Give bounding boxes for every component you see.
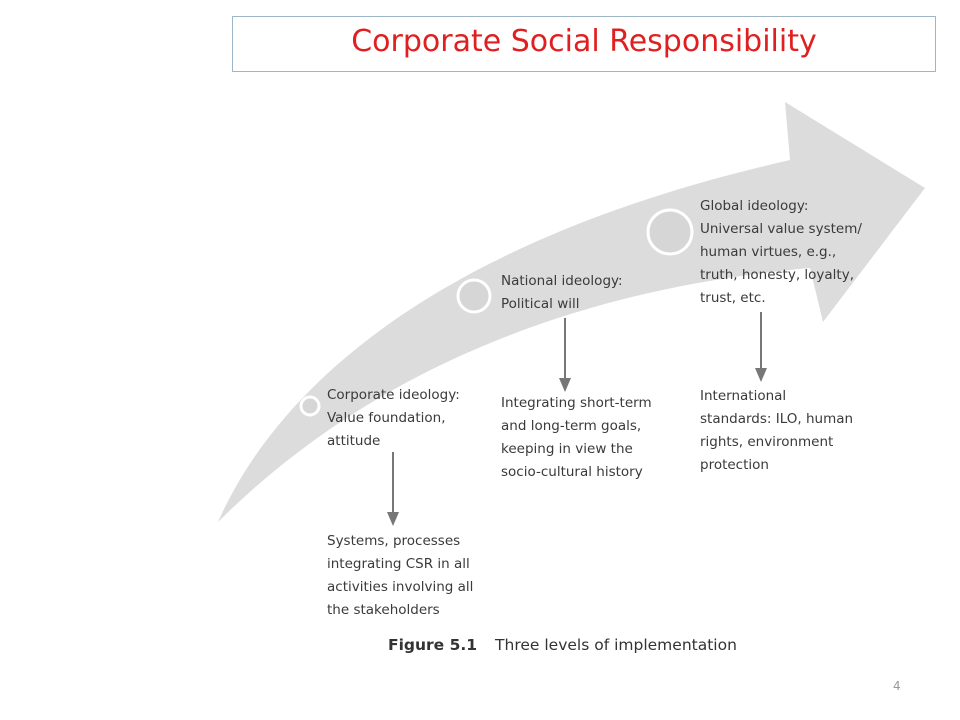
figure-caption-text: Three levels of implementation [495, 636, 737, 654]
node-national [456, 278, 492, 314]
figure-label: Figure 5.1 [388, 636, 478, 654]
progress-arrow [218, 102, 925, 522]
arrowhead-national [559, 378, 571, 392]
national-outcome: Integrating short-term and long-term goa… [501, 395, 652, 480]
page-number: 4 [893, 679, 901, 693]
node-global [646, 208, 694, 256]
national-heading: National ideology: Political will [501, 273, 623, 312]
node-corporate [299, 395, 321, 417]
corporate-outcome: Systems, processes integrating CSR in al… [327, 533, 474, 618]
global-outcome: International standards: ILO, human righ… [700, 388, 854, 473]
title-box: Corporate Social Responsibility [232, 16, 936, 72]
global-heading: Global ideology: Universal value system/… [700, 198, 862, 306]
arrowhead-corporate [387, 512, 399, 526]
arrowhead-global [755, 368, 767, 382]
slide-title: Corporate Social Responsibility [351, 24, 817, 59]
corporate-heading: Corporate ideology: Value foundation, at… [327, 387, 460, 449]
figure-caption: Figure 5.1 Three levels of implementation [388, 636, 737, 654]
